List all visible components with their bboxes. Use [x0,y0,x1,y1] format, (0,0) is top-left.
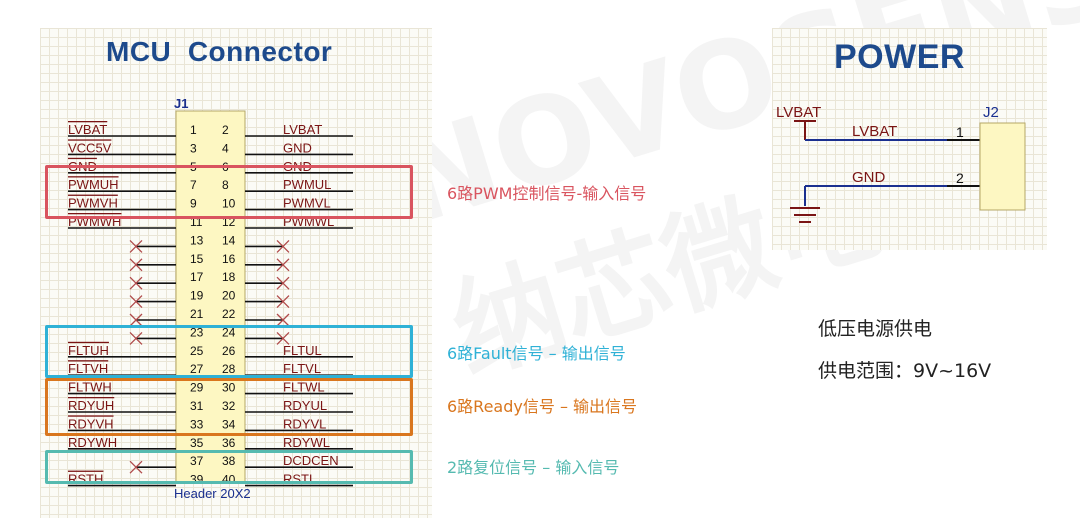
pin-number-even: 14 [222,233,236,247]
group-box-pwm [45,165,413,219]
group-label-fault: 6路Fault信号 – 输出信号 [447,344,626,363]
left-net-label: LVBAT [68,122,107,137]
pin-number-odd: 17 [190,270,204,284]
right-net-label: FLTUL [283,343,322,358]
no-connect-mark [129,239,143,253]
right-net-label: GND [283,140,312,155]
pin-number-odd: 27 [190,362,204,376]
left-net-label: RDYVH [68,416,114,431]
power-info-line2: 供电范围：9V~16V [818,360,992,382]
pin-number-odd: 13 [190,233,204,247]
pin-number-odd: 21 [190,307,204,321]
pin-number-even: 30 [222,381,236,395]
left-net-label: RDYWH [68,435,117,450]
pin-number-even: 36 [222,436,236,450]
right-net-label: FLTVL [283,361,321,376]
j1-footer: Header 20X2 [174,486,251,501]
right-net-label: LVBAT [283,122,322,137]
power-title: POWER [834,38,965,76]
pin-number-even: 10 [222,197,236,211]
pin-number-odd: 3 [190,141,197,155]
pin-number-even: 28 [222,362,236,376]
pin-number-odd: 35 [190,436,204,450]
j1-designator: J1 [174,96,188,111]
no-connect-mark [276,331,290,345]
no-connect-mark [129,460,143,474]
no-connect-mark [129,313,143,327]
pin-number-odd: 1 [190,123,197,137]
pin-number-even: 8 [222,178,229,192]
right-net-label: PWMUL [283,177,331,192]
power-schematic: POWER LVBAT LVBAT 1 GND 2 J2 [772,28,1047,250]
no-connect-mark [129,295,143,309]
pin-number-even: 34 [222,417,236,431]
pin-number-even: 24 [222,325,236,339]
j2-designator: J2 [983,104,999,121]
right-net-label: RDYVL [283,416,326,431]
group-box-fault [45,325,413,378]
ground-symbol [790,207,820,223]
group-box-reset [45,450,413,484]
no-connect-mark [276,258,290,272]
pin-number-odd: 23 [190,325,204,339]
pin-number-odd: 33 [190,417,204,431]
pin-number-even: 32 [222,399,236,413]
power-port-label: LVBAT [776,104,821,121]
no-connect-mark [129,258,143,272]
left-net-label: FLTUH [68,343,109,358]
pin-number-even: 18 [222,270,236,284]
no-connect-mark [276,276,290,290]
left-net-label: VCC5V [68,140,112,155]
pin-number-odd: 7 [190,178,197,192]
left-net-label: PWMUH [68,177,119,192]
pin-number-odd: 37 [190,454,204,468]
left-net-label: RDYUH [68,398,114,413]
j2-body [979,122,1026,211]
pin-number-even: 2 [222,123,229,137]
pin-number-even: 4 [222,141,229,155]
right-net-label: RDYWL [283,435,330,450]
pin-number-odd: 31 [190,399,204,413]
no-connect-mark [276,313,290,327]
right-net-label: DCDCEN [283,453,339,468]
lvbat-net-label: LVBAT [852,123,897,140]
no-connect-mark [129,276,143,290]
pin-number-odd: 25 [190,344,204,358]
group-label-ready: 6路Ready信号 – 输出信号 [447,397,638,416]
power-info-line1: 低压电源供电 [818,318,933,340]
group-label-reset: 2路复位信号 – 输入信号 [447,458,620,477]
j2-pin1-number: 1 [956,124,964,140]
left-net-label: FLTVH [68,361,108,376]
no-connect-mark [276,239,290,253]
pin-number-odd: 19 [190,289,204,303]
no-connect-mark [276,295,290,309]
pin-number-odd: 15 [190,252,204,266]
pin-number-even: 38 [222,454,236,468]
left-net-label: PWMVH [68,196,118,211]
pin-number-odd: 29 [190,381,204,395]
right-net-label: FLTWL [283,380,325,395]
pin-number-even: 20 [222,289,236,303]
right-net-label: PWMVL [283,196,331,211]
mcu-title: MCU Connector [106,36,333,67]
pin-number-even: 16 [222,252,236,266]
right-net-label: RDYUL [283,398,327,413]
group-box-ready [45,378,413,436]
pin-number-odd: 9 [190,197,197,211]
pin-number-even: 26 [222,344,236,358]
pin-number-even: 22 [222,307,236,321]
no-connect-mark [129,331,143,345]
group-label-pwm: 6路PWM控制信号-输入信号 [447,184,647,203]
gnd-net-label: GND [852,169,886,186]
j2-pin2-number: 2 [956,170,964,186]
left-net-label: FLTWH [68,380,112,395]
power-schematic-svg: LVBAT LVBAT 1 GND 2 J2 [776,104,1026,223]
